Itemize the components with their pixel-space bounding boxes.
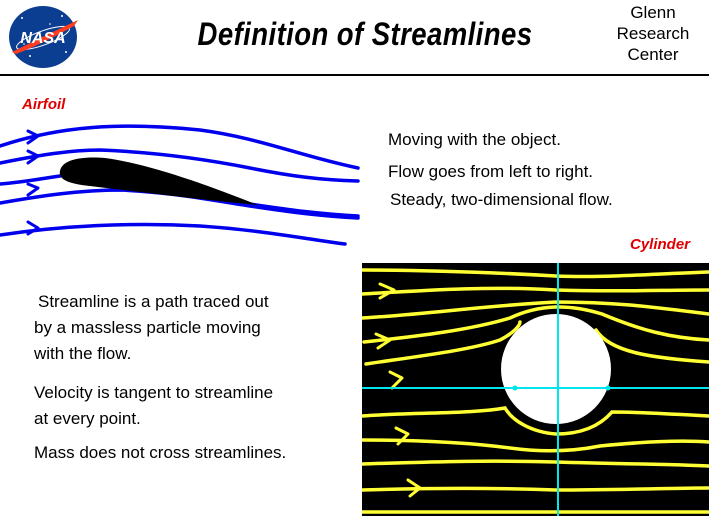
velocity-line: Velocity is tangent to streamline xyxy=(34,383,274,402)
cylinder-streamline xyxy=(594,328,709,364)
note-flow-direction: Flow goes from left to right. xyxy=(388,162,594,181)
airfoil-streamline xyxy=(0,222,347,246)
cylinder-streamline xyxy=(362,406,709,436)
airfoil-shape xyxy=(59,157,258,205)
airfoil-label: Airfoil xyxy=(22,96,66,113)
flow-arrow-icon xyxy=(394,426,410,446)
flow-arrow-icon xyxy=(26,182,40,197)
airfoil-streamline xyxy=(0,148,360,183)
cylinder-streamline xyxy=(362,268,709,279)
cylinder-streamline xyxy=(362,486,709,492)
definition-line: Streamline is a path traced out xyxy=(38,292,269,311)
airfoil-diagram xyxy=(0,124,360,246)
definition-line: with the flow. xyxy=(34,344,132,363)
cylinder-body xyxy=(501,314,611,424)
note-steady-flow: Steady, two-dimensional flow. xyxy=(390,190,613,209)
definition-line: by a massless particle moving xyxy=(34,318,261,337)
stagnation-point-icon xyxy=(605,385,611,391)
velocity-tangent-note: Velocity is tangent to streamline at eve… xyxy=(34,380,273,432)
page-title: Definition of Streamlines xyxy=(197,16,533,52)
cylinder-diagram xyxy=(362,263,709,516)
note-moving-with-object: Moving with the object. xyxy=(388,130,561,149)
cylinder-streamline xyxy=(362,286,709,296)
stagnation-point-icon xyxy=(512,385,518,391)
cylinder-streamline xyxy=(362,459,709,468)
header-divider xyxy=(0,74,709,76)
cylinder-streamline xyxy=(362,305,709,344)
cylinder-streamline xyxy=(362,300,709,320)
cylinder-label: Cylinder xyxy=(630,236,691,253)
flow-arrow-icon xyxy=(378,282,396,300)
flow-arrow-icon xyxy=(26,220,40,236)
center-name-line: Research xyxy=(616,24,690,43)
cylinder-streamline xyxy=(362,438,709,453)
flow-arrow-icon xyxy=(388,370,404,390)
center-name-line: Center xyxy=(627,45,679,64)
flow-arrow-icon xyxy=(374,332,392,350)
center-name-line: Glenn xyxy=(630,3,676,22)
velocity-line: at every point. xyxy=(34,409,141,428)
nasa-logo-text: NASA xyxy=(20,30,65,47)
flow-arrow-icon xyxy=(26,129,40,145)
flow-arrow-icon xyxy=(26,149,40,165)
streamline-definition: Streamline is a path traced out by a mas… xyxy=(34,289,269,367)
airfoil-streamline xyxy=(0,124,360,170)
center-name: Glenn Research Center xyxy=(608,2,698,65)
airfoil-streamline xyxy=(0,174,360,218)
mass-conservation-note: Mass does not cross streamlines. xyxy=(34,443,287,462)
nasa-logo: NASA xyxy=(9,6,78,68)
flow-arrow-icon xyxy=(406,478,422,498)
cylinder-streamline xyxy=(364,320,522,366)
